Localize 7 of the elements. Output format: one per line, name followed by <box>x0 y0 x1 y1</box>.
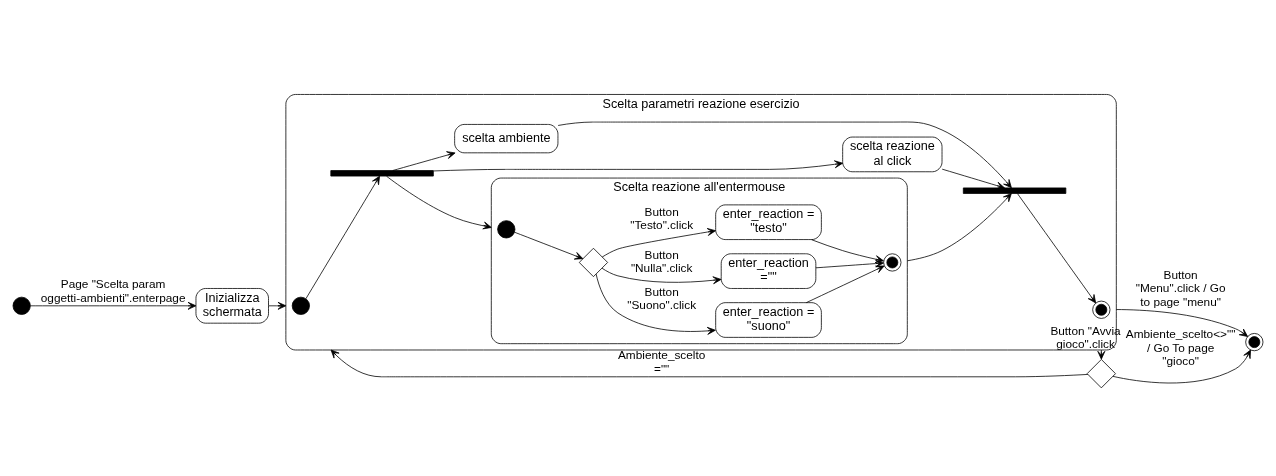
edge-label: Page "Scelta param oggetti-ambienti".enterpage <box>40 277 186 305</box>
edge-label: Button "Suono".click <box>627 284 697 312</box>
edge-label: Button "Menu".click / Go to page "menu" <box>1135 268 1226 309</box>
edge-label: Button "Testo".click <box>630 204 694 233</box>
edge-label: Ambiente_scelto<>"" / Go To page "gioco" <box>1125 327 1236 368</box>
edge-label: Ambiente_scelto ="" <box>617 348 706 376</box>
edge-label: Button "Nulla".click <box>630 247 693 275</box>
